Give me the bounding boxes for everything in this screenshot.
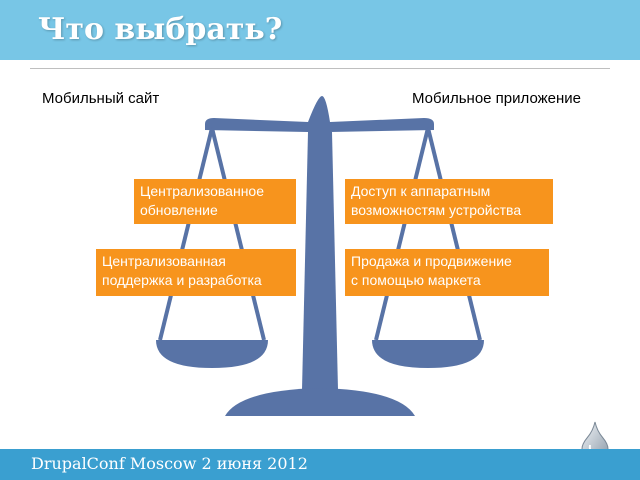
box-text: Централизованное bbox=[140, 183, 264, 199]
right-label: Мобильное приложение bbox=[412, 90, 581, 107]
box-market-promotion: Продажа и продвижение с помощью маркета bbox=[345, 249, 549, 296]
left-label: Мобильный сайт bbox=[42, 90, 160, 107]
box-text: Продажа и продвижение bbox=[351, 253, 512, 269]
box-text: с помощью маркета bbox=[351, 272, 481, 288]
box-centralized-update: Централизованное обновление bbox=[134, 179, 296, 224]
divider bbox=[30, 68, 610, 69]
box-centralized-support: Централизованная поддержка и разработка bbox=[96, 249, 296, 296]
box-hardware-access: Доступ к аппаратным возможностям устройс… bbox=[345, 179, 553, 224]
slide-title: Что выбрать? bbox=[38, 12, 283, 47]
box-text: Доступ к аппаратным bbox=[351, 183, 491, 199]
box-text: обновление bbox=[140, 202, 218, 218]
footer-bar: DrupalConf Moscow 2 июня 2012 bbox=[0, 449, 640, 480]
header-bar: Что выбрать? bbox=[0, 0, 640, 60]
box-text: поддержка и разработка bbox=[102, 272, 262, 288]
box-text: Централизованная bbox=[102, 253, 226, 269]
box-text: возможностям устройства bbox=[351, 202, 522, 218]
footer-text: DrupalConf Moscow 2 июня 2012 bbox=[31, 454, 308, 473]
